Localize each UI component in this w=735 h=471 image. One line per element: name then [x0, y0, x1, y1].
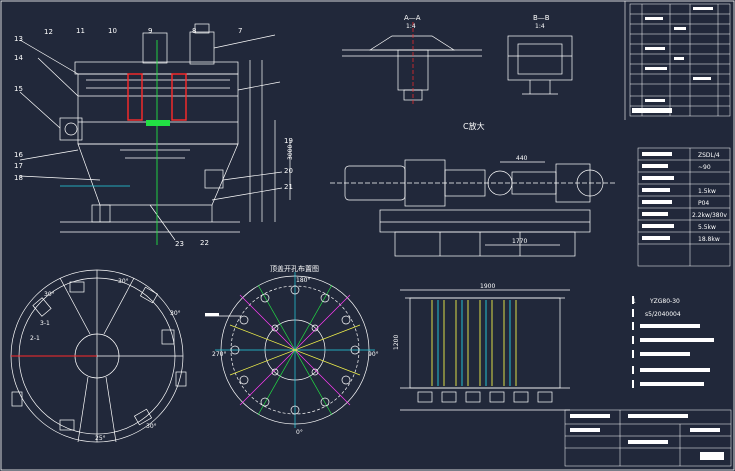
filter-bag-lines — [431, 300, 517, 386]
cone-hopper — [77, 143, 239, 206]
spec-row-7: 5.5kw — [698, 224, 716, 231]
part-18: 18 — [14, 174, 23, 182]
hole-layout-title: 顶盖开孔布置图 — [270, 264, 319, 273]
discharge-box — [204, 169, 224, 189]
section-b-b-scale: 1:4 — [535, 23, 545, 30]
part-21: 21 — [284, 183, 293, 191]
spec-table-values: ZSDL/4 ~90 1.5kw P04 2.2kw/380v 5.5kw 18… — [692, 152, 727, 243]
part-13: 13 — [14, 35, 23, 43]
drive-motor — [189, 31, 215, 65]
spec-table-labels — [642, 152, 674, 240]
part-20: 20 — [284, 167, 293, 175]
section-b-b-title: B—B — [533, 14, 550, 22]
ring-angle-labels: 30° 30° 30° 30° 25° 3-1 2-1 — [30, 278, 181, 442]
tank-body — [77, 73, 239, 145]
hole-layout-angle-labels: 180° 270° 90° 0° — [212, 277, 379, 436]
section-c-dim-440: 440 — [516, 155, 528, 162]
technical-notes: YZG80-30 s5/2040004 1 — [632, 296, 714, 388]
hole-angle-90: 90° — [368, 351, 379, 358]
spec-row-4: 1.5kw — [698, 188, 716, 195]
hole-layout-view — [205, 272, 375, 428]
note-model: YZG80-30 — [649, 298, 680, 305]
section-a-a-view — [342, 22, 482, 104]
part-14: 14 — [14, 54, 23, 62]
title-block-fills — [570, 414, 724, 460]
motor-cap — [194, 23, 210, 34]
expanded-view-height-dim: 1200 — [393, 335, 400, 350]
spec-row-5: P04 — [698, 200, 709, 207]
spec-table — [637, 147, 731, 267]
part-7: 7 — [238, 27, 242, 35]
section-b-b-view — [507, 35, 573, 95]
outlet-valve — [91, 204, 111, 223]
ring-angle-1: 30° — [44, 291, 55, 298]
parts-list-table — [629, 3, 731, 117]
filter-bag-expanded-view — [400, 289, 570, 411]
part-8: 8 — [192, 27, 196, 35]
section-a-a-scale: 1:4 — [406, 23, 416, 30]
spec-model: ZSDL/4 — [698, 152, 720, 159]
part-10: 10 — [108, 27, 117, 35]
height-dimension: 3000 — [287, 145, 294, 160]
part-number-labels: 13 12 11 10 9 8 7 14 15 16 17 18 19 20 2… — [14, 27, 294, 248]
part-16: 16 — [14, 151, 23, 159]
ring-angle-5: 25° — [95, 435, 106, 442]
spec-row-2: ~90 — [698, 164, 711, 171]
spec-row-6: 2.2kw/380v — [692, 212, 727, 219]
part-19: 19 — [284, 137, 293, 145]
ring-label-2-1: 2-1 — [30, 335, 40, 342]
part-22: 22 — [200, 239, 209, 247]
ring-angle-3: 30° — [170, 310, 181, 317]
part-12: 12 — [44, 28, 53, 36]
ring-angle-4: 30° — [146, 423, 157, 430]
ring-label-3-1: 3-1 — [40, 320, 50, 327]
parts-list-cell-fills — [632, 7, 713, 113]
green-plate — [146, 120, 170, 126]
red-filter-element-left — [127, 73, 143, 121]
section-c-dim-1770: 1770 — [512, 238, 527, 245]
hole-angle-0: 0° — [296, 429, 303, 436]
part-11: 11 — [76, 27, 85, 35]
title-block — [564, 409, 732, 467]
ring-angle-2: 30° — [118, 278, 129, 285]
part-17: 17 — [14, 162, 23, 170]
hole-angle-270: 270° — [212, 351, 226, 358]
section-c-drive-view — [330, 159, 615, 257]
part-23: 23 — [175, 240, 184, 248]
expanded-view-width-dim: 1900 — [480, 283, 495, 290]
note-line-2: s5/2040004 — [645, 311, 681, 318]
shaft-housing — [142, 32, 168, 64]
red-filter-element-right — [171, 73, 187, 121]
part-15: 15 — [14, 85, 23, 93]
section-a-a-title: A—A — [404, 14, 421, 22]
main-assembly-view — [19, 23, 291, 241]
part-9: 9 — [148, 27, 152, 35]
section-c-title: C放大 — [463, 121, 485, 131]
hole-angle-180: 180° — [296, 277, 310, 284]
spec-row-8: 18.8kw — [698, 236, 720, 243]
side-inlet — [59, 117, 83, 141]
